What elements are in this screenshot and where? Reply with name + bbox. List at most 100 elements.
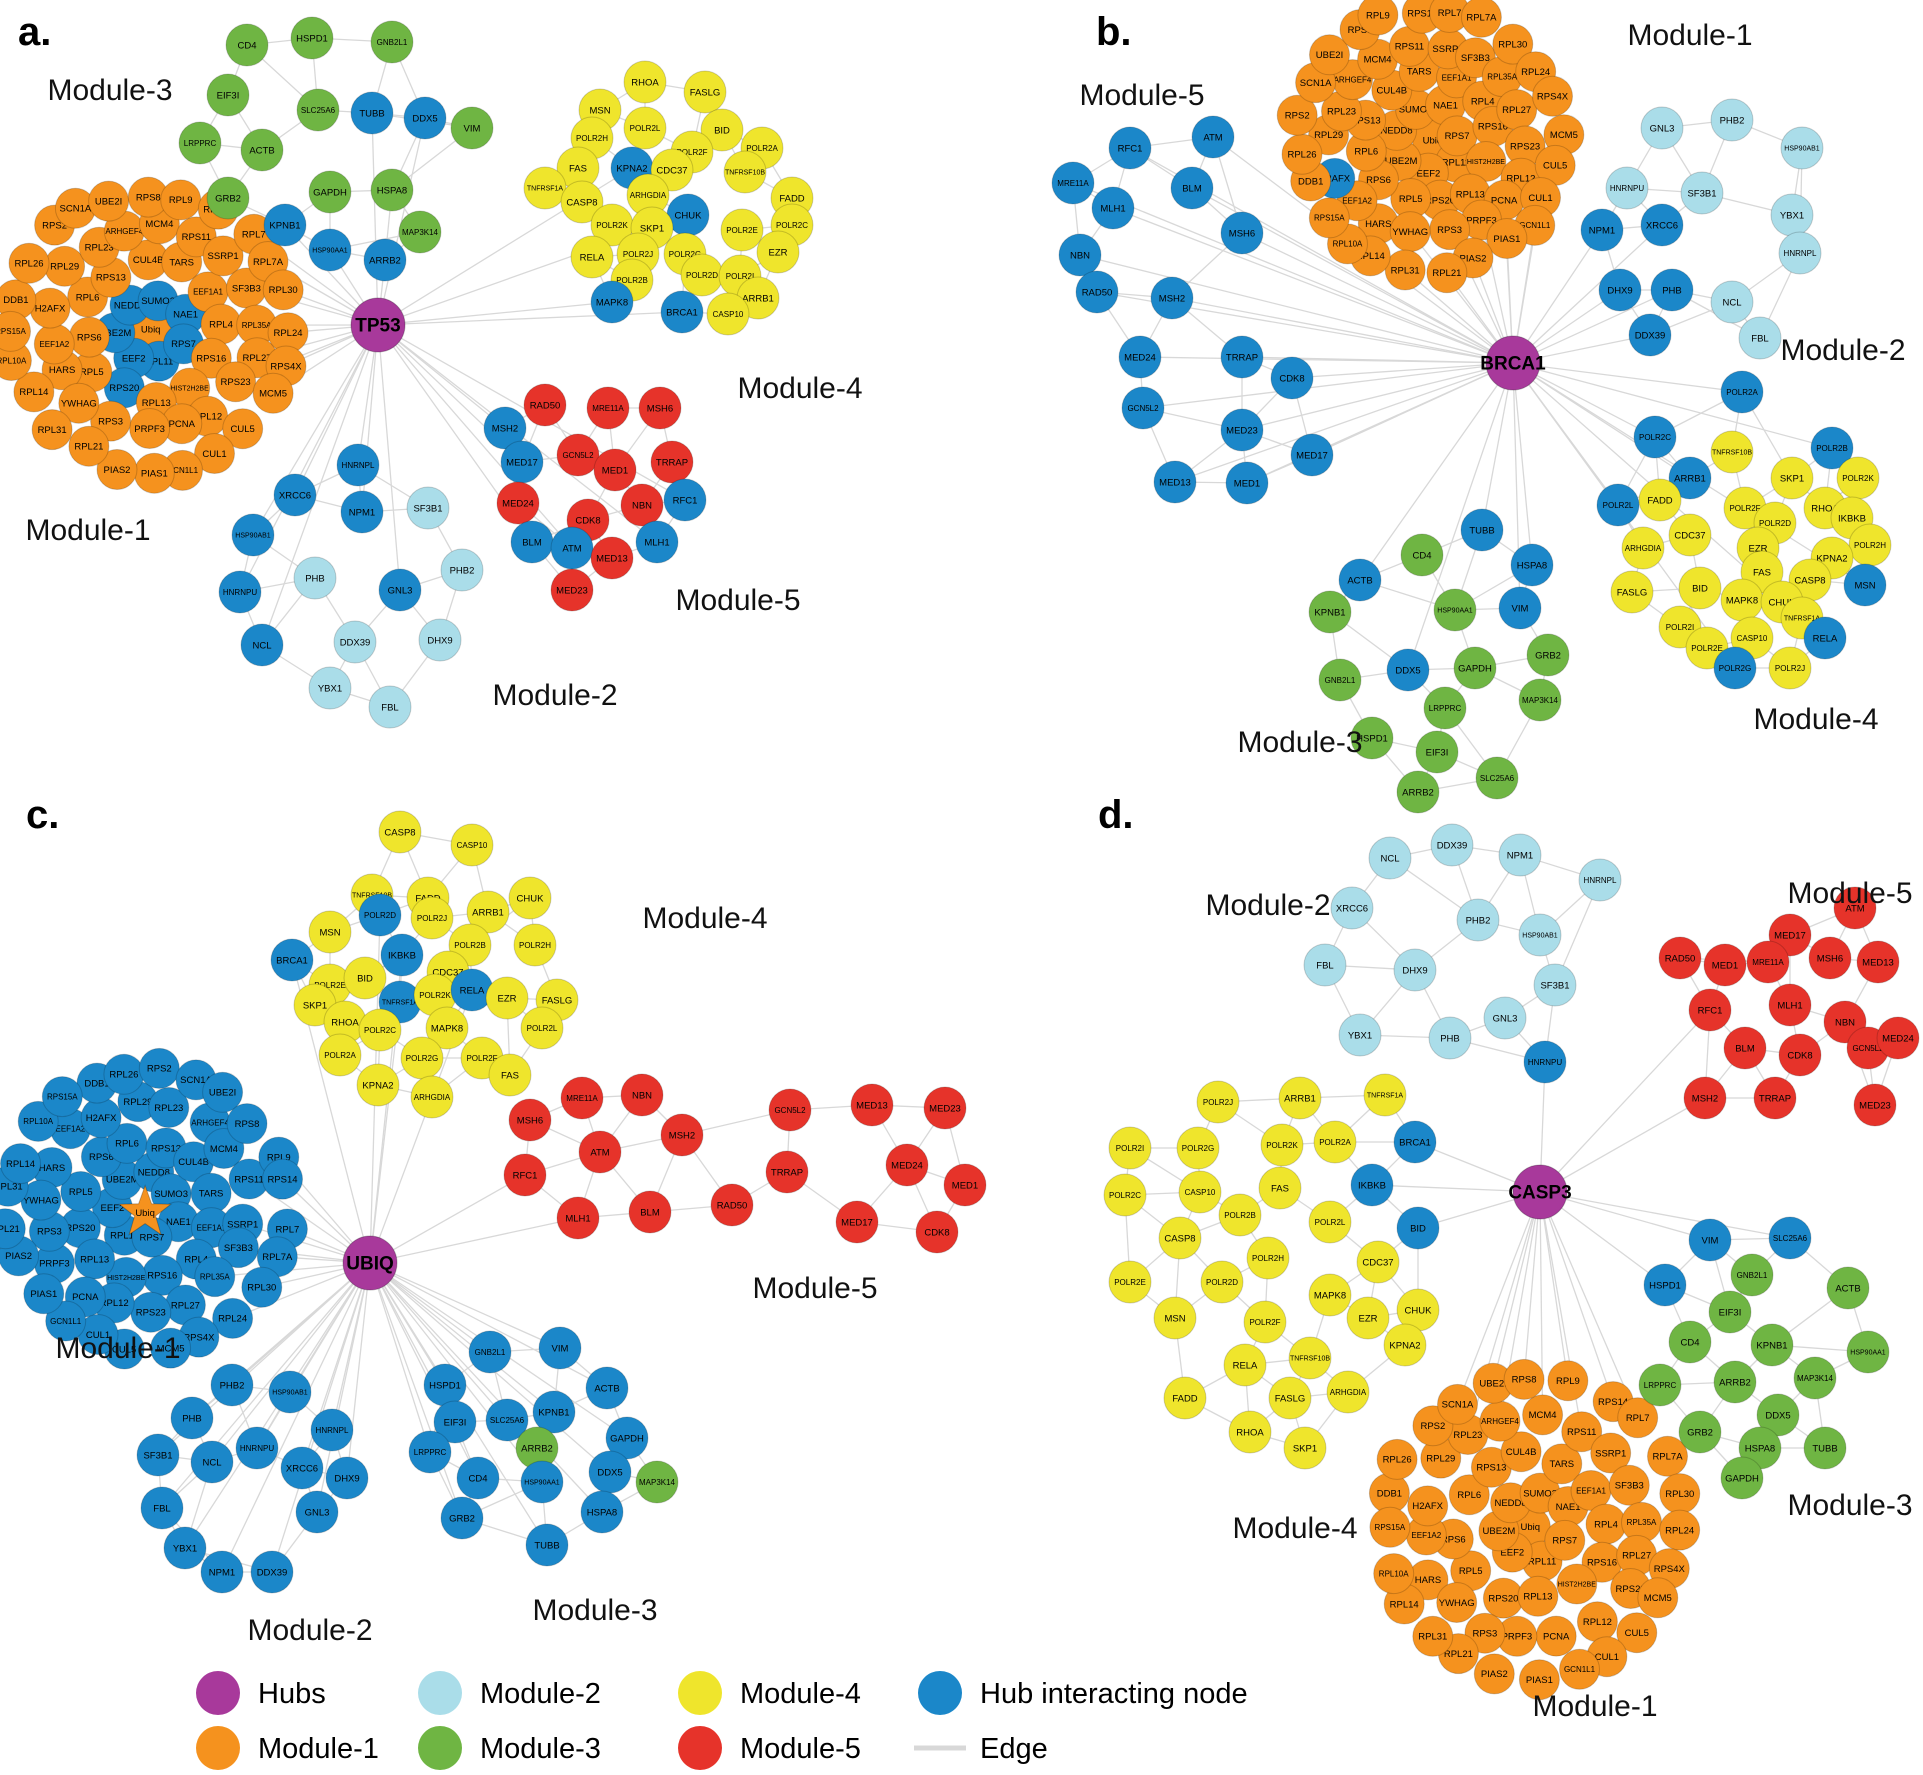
- node-POLR2H[interactable]: POLR2H: [513, 923, 557, 967]
- node-SF3B1[interactable]: SF3B1: [406, 486, 450, 530]
- node-GRB2[interactable]: GRB2: [440, 1496, 484, 1540]
- node-YBX1[interactable]: YBX1: [308, 666, 352, 710]
- node-HSP90AB1[interactable]: HSP90AB1: [231, 513, 275, 557]
- node-POLR2J[interactable]: POLR2J: [410, 896, 454, 940]
- node-CDK8[interactable]: CDK8: [915, 1210, 959, 1254]
- node-GCN1L1[interactable]: GCN1L1: [1559, 1648, 1600, 1690]
- node-ARRB2[interactable]: ARRB2: [1713, 1360, 1757, 1404]
- node-RPS6[interactable]: RPS6: [68, 316, 110, 358]
- node-CHUK[interactable]: CHUK: [508, 876, 552, 920]
- node-POLR2A[interactable]: POLR2A: [1313, 1120, 1357, 1164]
- node-SKP1[interactable]: SKP1: [1283, 1426, 1327, 1470]
- node-VIM[interactable]: VIM: [450, 106, 494, 150]
- node-NPM1[interactable]: NPM1: [340, 490, 384, 534]
- node-RELA[interactable]: RELA: [1803, 616, 1847, 660]
- node-GAPDH[interactable]: GAPDH: [1453, 646, 1497, 690]
- node-MRE11A[interactable]: MRE11A: [560, 1076, 604, 1120]
- node-GNB2L1[interactable]: GNB2L1: [1318, 658, 1362, 702]
- node-GNB2L1[interactable]: GNB2L1: [468, 1330, 512, 1374]
- node-HSP90AA1[interactable]: HSP90AA1: [520, 1460, 564, 1504]
- node-HSPD1[interactable]: HSPD1: [1643, 1263, 1687, 1307]
- node-RPL26[interactable]: RPL26: [1281, 133, 1323, 175]
- node-CDK8[interactable]: CDK8: [1270, 356, 1314, 400]
- node-BID[interactable]: BID: [1678, 566, 1722, 610]
- node-POLR2E[interactable]: POLR2E: [720, 208, 764, 252]
- node-TUBB[interactable]: TUBB: [350, 91, 394, 135]
- node-NCL[interactable]: NCL: [190, 1440, 234, 1484]
- node-GAPDH[interactable]: GAPDH: [1720, 1456, 1764, 1500]
- node-TRRAP[interactable]: TRRAP: [765, 1150, 809, 1194]
- node-ACTB[interactable]: ACTB: [240, 128, 284, 172]
- node-CASP10[interactable]: CASP10: [706, 292, 750, 336]
- node-POLR2L[interactable]: POLR2L: [1308, 1200, 1352, 1244]
- node-XRCC6[interactable]: XRCC6: [280, 1446, 324, 1490]
- node-POLR2L[interactable]: POLR2L: [623, 106, 667, 150]
- node-RPL9[interactable]: RPL9: [1357, 0, 1399, 36]
- node-MAPK8[interactable]: MAPK8: [1720, 578, 1764, 622]
- node-DDX39[interactable]: DDX39: [1430, 823, 1474, 867]
- node-RPL35A[interactable]: RPL35A: [194, 1256, 236, 1298]
- node-RPL31[interactable]: RPL31: [1412, 1615, 1454, 1657]
- node-EIF3I[interactable]: EIF3I: [1415, 730, 1459, 774]
- node-HSPA8[interactable]: HSPA8: [1510, 543, 1554, 587]
- node-KPNB1[interactable]: KPNB1: [1308, 590, 1352, 634]
- node-RAD50[interactable]: RAD50: [710, 1183, 754, 1227]
- node-H2AFX[interactable]: H2AFX: [29, 287, 71, 329]
- hub-CASP3[interactable]: CASP3: [1508, 1164, 1572, 1220]
- node-FASLG[interactable]: FASLG: [1610, 570, 1654, 614]
- node-FAS[interactable]: FAS: [488, 1053, 532, 1097]
- node-NBN[interactable]: NBN: [1058, 233, 1102, 277]
- node-HSP90AA1[interactable]: HSP90AA1: [308, 228, 352, 272]
- node-MLH1[interactable]: MLH1: [635, 520, 679, 564]
- node-HSP90AA1[interactable]: HSP90AA1: [1433, 588, 1477, 632]
- node-MSH6[interactable]: MSH6: [638, 386, 682, 430]
- node-POLR2I[interactable]: POLR2I: [1108, 1126, 1152, 1170]
- node-ATM[interactable]: ATM: [550, 526, 594, 570]
- node-RAD50[interactable]: RAD50: [523, 383, 567, 427]
- node-KPNB1[interactable]: KPNB1: [1750, 1323, 1794, 1367]
- node-MED24[interactable]: MED24: [496, 481, 540, 525]
- node-DDX5[interactable]: DDX5: [588, 1450, 632, 1494]
- node-SF3B1[interactable]: SF3B1: [1680, 171, 1724, 215]
- node-GRB2[interactable]: GRB2: [1678, 1410, 1722, 1454]
- node-SLC25A6[interactable]: SLC25A6: [296, 88, 340, 132]
- node-RPL26[interactable]: RPL26: [1376, 1438, 1418, 1480]
- node-ARHGDIA[interactable]: ARHGDIA: [1326, 1370, 1370, 1414]
- node-HSPD1[interactable]: HSPD1: [423, 1363, 467, 1407]
- node-MED1[interactable]: MED1: [593, 448, 637, 492]
- node-RPS23[interactable]: RPS23: [130, 1291, 172, 1333]
- node-RPL21[interactable]: RPL21: [1426, 252, 1468, 294]
- node-DHX9[interactable]: DHX9: [1393, 948, 1437, 992]
- node-MSH2[interactable]: MSH2: [660, 1113, 704, 1157]
- node-BID[interactable]: BID: [343, 956, 387, 1000]
- node-GNL3[interactable]: GNL3: [1640, 106, 1684, 150]
- node-GNL3[interactable]: GNL3: [378, 568, 422, 612]
- node-BRCA1[interactable]: BRCA1: [660, 290, 704, 334]
- node-MED23[interactable]: MED23: [1220, 408, 1264, 452]
- node-MRE11A[interactable]: MRE11A: [1051, 161, 1095, 205]
- node-HNRNPU[interactable]: HNRNPU: [218, 570, 262, 614]
- node-DHX9[interactable]: DHX9: [418, 618, 462, 662]
- node-EIF3I[interactable]: EIF3I: [206, 73, 250, 117]
- node-EZR[interactable]: EZR: [1346, 1296, 1390, 1340]
- node-PHB[interactable]: PHB: [1650, 268, 1694, 312]
- node-POLR2A[interactable]: POLR2A: [318, 1033, 362, 1077]
- node-POLR2D[interactable]: POLR2D: [358, 893, 402, 937]
- node-CD4[interactable]: CD4: [1400, 533, 1444, 577]
- node-RFC1[interactable]: RFC1: [1688, 988, 1732, 1032]
- node-XRCC6[interactable]: XRCC6: [273, 473, 317, 517]
- node-BLM[interactable]: BLM: [510, 520, 554, 564]
- node-HSP90AB1[interactable]: HSP90AB1: [268, 1370, 312, 1414]
- node-MSH2[interactable]: MSH2: [1150, 276, 1194, 320]
- node-MED23[interactable]: MED23: [1853, 1083, 1897, 1127]
- node-MED13[interactable]: MED13: [590, 536, 634, 580]
- node-MED23[interactable]: MED23: [550, 568, 594, 612]
- node-DHX9[interactable]: DHX9: [325, 1456, 369, 1500]
- node-ATM[interactable]: ATM: [1191, 115, 1235, 159]
- node-MAPK8[interactable]: MAPK8: [1308, 1273, 1352, 1317]
- node-ARHGDIA[interactable]: ARHGDIA: [410, 1075, 454, 1119]
- node-POLR2H[interactable]: POLR2H: [1246, 1236, 1290, 1280]
- node-RPS23[interactable]: RPS23: [215, 361, 257, 403]
- node-FASLG[interactable]: FASLG: [1268, 1376, 1312, 1420]
- node-HSPD1[interactable]: HSPD1: [290, 16, 334, 60]
